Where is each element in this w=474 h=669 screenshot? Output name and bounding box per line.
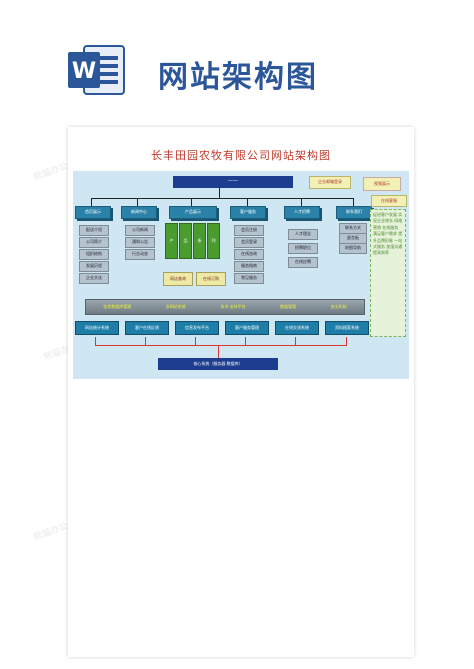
connector <box>301 198 302 206</box>
sub-item: 配送介绍 <box>79 225 109 236</box>
product-column: 产 <box>165 223 178 259</box>
sub-item: 招聘职位 <box>288 243 318 254</box>
service-box: 资料搜索系统 <box>325 321 369 335</box>
online-service-box: 在线客服 <box>371 195 407 207</box>
svg-text:W: W <box>72 59 96 84</box>
diagram-title: 长丰田园农牧有限公司网站架构图 <box>151 149 331 162</box>
connector <box>191 198 192 206</box>
sub-item: 地图导航 <box>339 243 367 254</box>
sub-item: 在线应聘 <box>288 257 318 268</box>
sub-item: 在线咨询 <box>234 249 264 260</box>
sub-item: 行业动态 <box>125 249 155 260</box>
sub-item: 服务指南 <box>234 261 264 272</box>
feedback-arrow <box>346 337 347 345</box>
side-panel: 促进客户发展 实现企业增长 网络营销 在线服务 满足客户需求 提升品牌形象 一站… <box>370 209 406 337</box>
sub-item: 发展历程 <box>79 261 109 272</box>
feedback-arrow <box>218 345 219 358</box>
service-box: 网站统计系统 <box>75 321 119 335</box>
category-contact: 联系我们 <box>336 206 372 219</box>
sub-item: 组织结构 <box>79 249 109 260</box>
category-jobs: 人才招聘 <box>284 206 320 219</box>
connector <box>353 198 354 206</box>
video-box: 视频展示 <box>363 177 401 191</box>
feedback-arrow <box>145 337 146 345</box>
product-column: 品 <box>179 223 192 259</box>
word-icon: W <box>68 45 125 95</box>
online-order-box: 在线订购 <box>196 272 226 286</box>
sub-item: 人才理念 <box>288 229 318 240</box>
service-box: 信息发布平台 <box>175 321 219 335</box>
diagram-canvas: —— 企业邮箱登录 视频展示 首页展示 新闻中心 产品展示 客户服务 人才招聘 … <box>73 171 409 379</box>
feedback-line <box>95 345 347 346</box>
sub-item: 通知公告 <box>125 237 155 248</box>
category-news: 新闻中心 <box>121 206 157 219</box>
connector <box>91 198 353 199</box>
connector <box>247 198 248 206</box>
sub-item: 公司新闻 <box>125 225 155 236</box>
product-column: 列 <box>207 223 220 259</box>
sub-item: 会员注册 <box>234 225 264 236</box>
header: W 网站架构图 <box>0 0 474 120</box>
connector <box>219 188 220 198</box>
connector <box>91 198 92 206</box>
category-products: 产品展示 <box>169 206 217 219</box>
category-home: 首页展示 <box>75 206 111 219</box>
sub-item: 常见服务 <box>234 273 264 284</box>
feedback-arrow <box>295 337 296 345</box>
platform-label: 技术·支持平台 <box>220 303 246 309</box>
feedback-arrow <box>195 337 196 345</box>
core-system: 核心系统（服务器 数据库） <box>158 358 278 370</box>
product-column: 系 <box>193 223 206 259</box>
platform-label: 多网站系统 <box>165 303 186 309</box>
sub-item: 会员登录 <box>234 237 264 248</box>
feedback-arrow <box>95 337 96 345</box>
service-box: 在线交流系统 <box>275 321 319 335</box>
platform-bar: 信息数据库管理 多网站系统 技术·支持平台 数据管理 安全机制 <box>85 299 365 315</box>
outlet-query-box: 网店查询 <box>163 272 193 286</box>
top-node: —— <box>173 176 293 188</box>
document-title: 网站架构图 <box>158 60 318 95</box>
connector <box>137 198 138 206</box>
service-box: 客户服务管理 <box>225 321 269 335</box>
category-service: 客户服务 <box>230 206 266 219</box>
email-login-box: 企业邮箱登录 <box>309 176 351 189</box>
service-box: 客户在线反馈 <box>125 321 169 335</box>
sub-item: 公司简介 <box>79 237 109 248</box>
document-page: 长丰田园农牧有限公司网站架构图 —— 企业邮箱登录 视频展示 首页展示 新闻中心… <box>68 127 414 657</box>
feedback-arrow <box>245 337 246 345</box>
platform-label: 安全机制 <box>330 303 347 309</box>
platform-label: 信息数据库管理 <box>103 303 132 309</box>
platform-label: 数据管理 <box>280 303 297 309</box>
sub-item: 企业文化 <box>79 273 109 284</box>
